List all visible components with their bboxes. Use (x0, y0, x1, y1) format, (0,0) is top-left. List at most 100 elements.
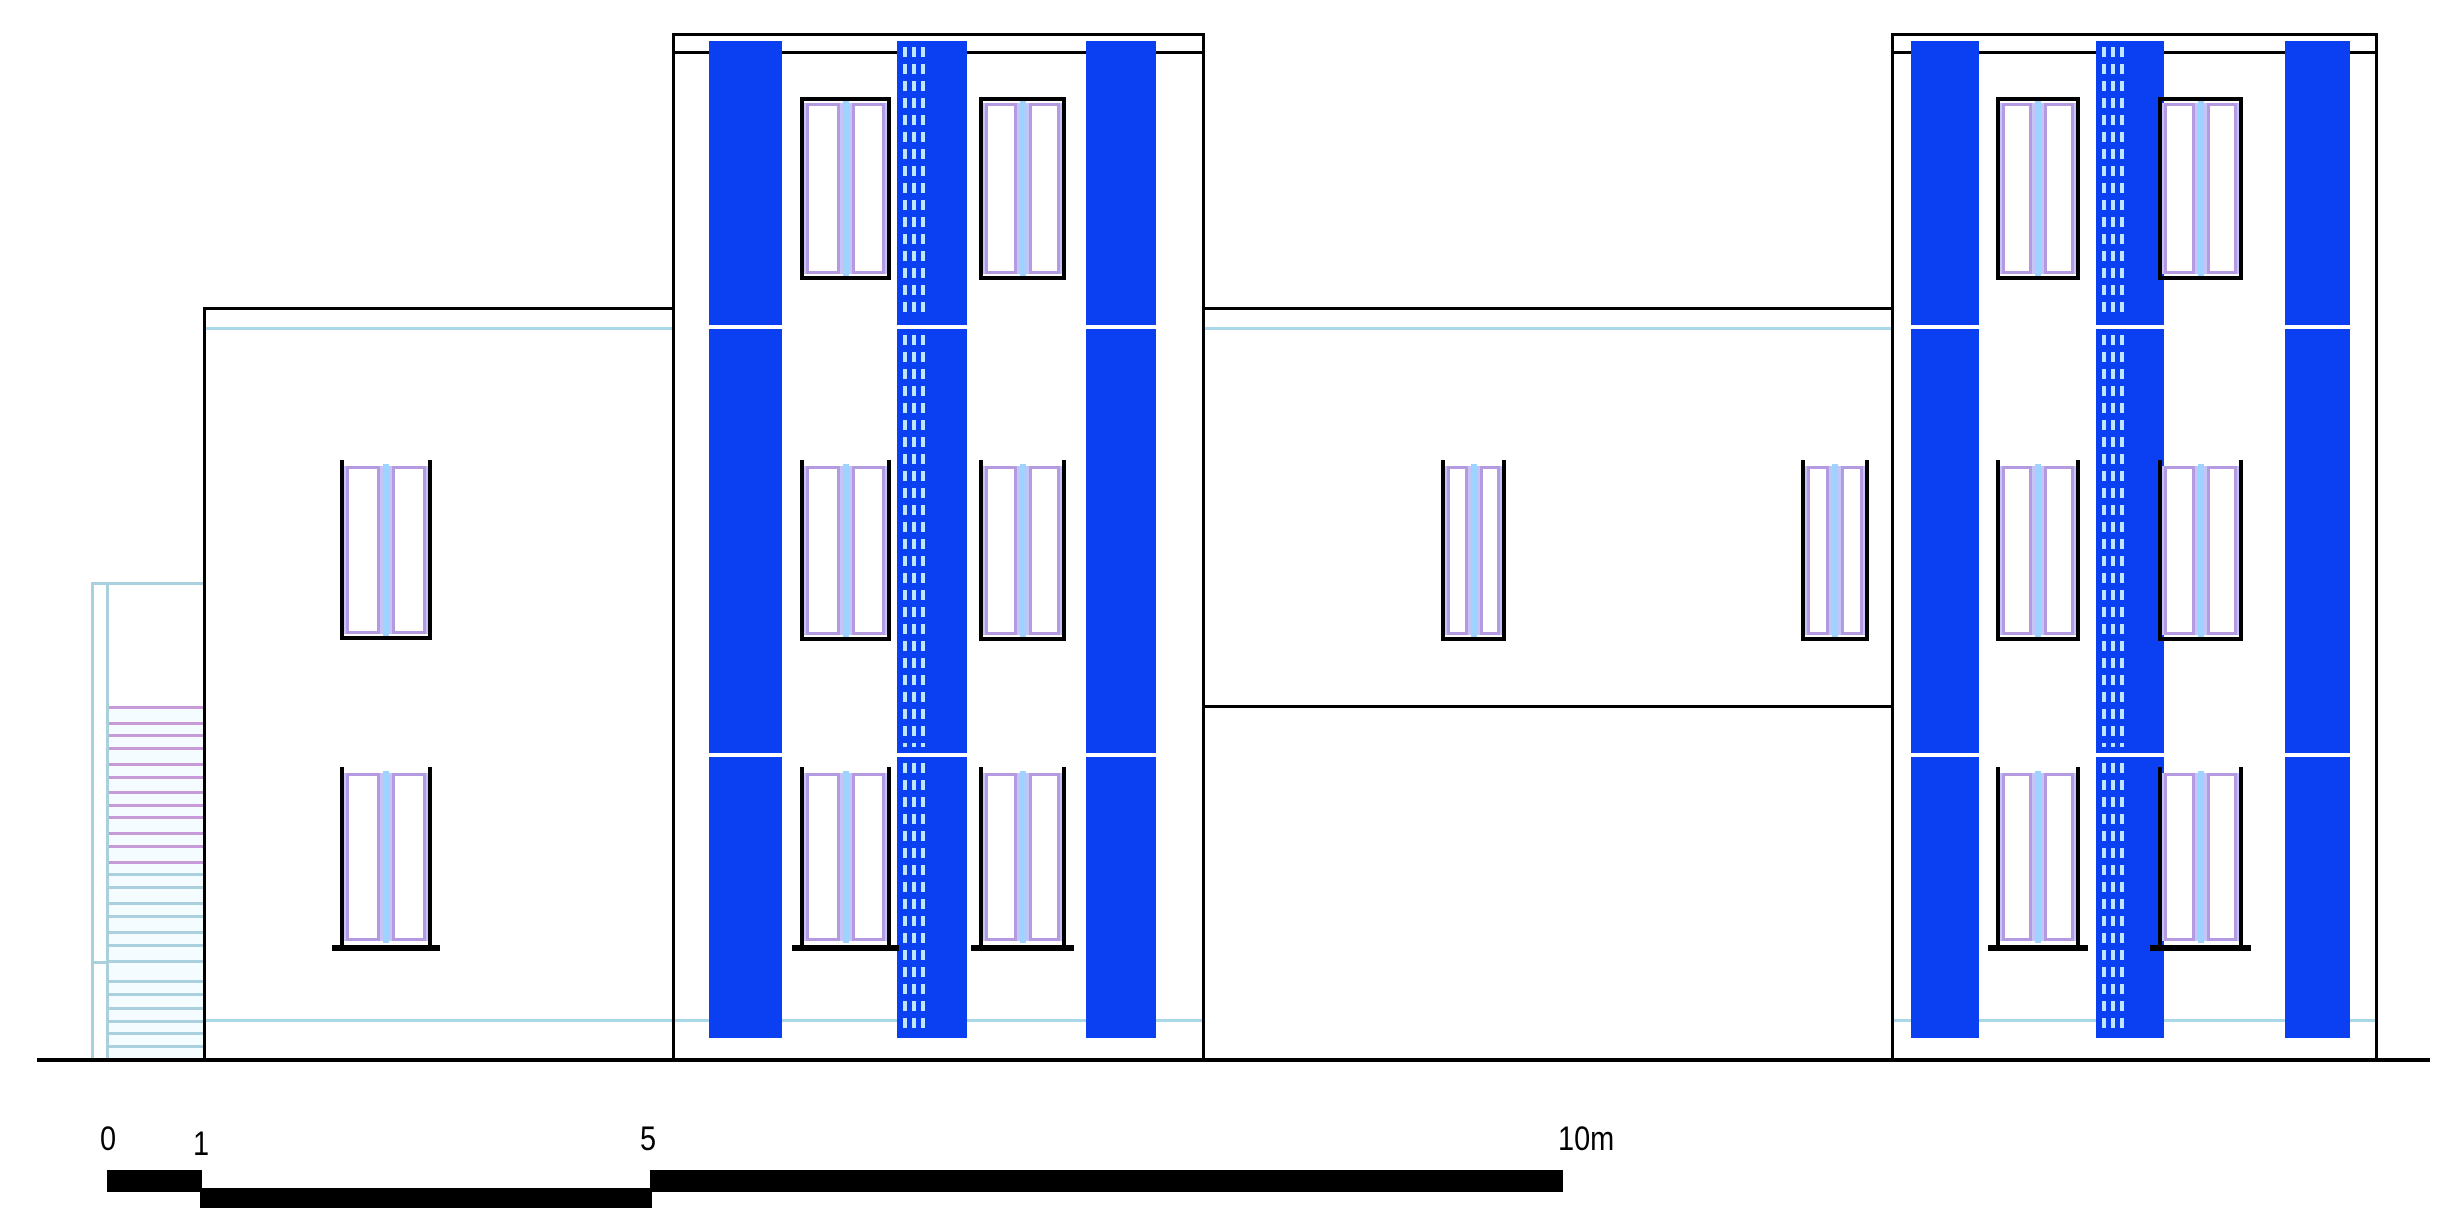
window-frame (340, 767, 432, 947)
window-frame (1441, 460, 1506, 641)
stair-tread-upper-6 (109, 776, 203, 779)
window-pane (346, 773, 380, 941)
window-frame (979, 767, 1066, 947)
window-frame (2158, 460, 2243, 641)
column-dot-pattern (2102, 47, 2106, 319)
scale-segment-2 (200, 1188, 652, 1208)
stair-tread-lower-1 (109, 873, 203, 876)
window-mullion (2197, 101, 2204, 276)
column-dot-pattern (912, 335, 916, 747)
window-5 (800, 460, 891, 641)
window-pane (985, 466, 1017, 635)
column-2-segment-1 (897, 41, 967, 325)
window-pane (851, 773, 885, 941)
window-sill-8 (971, 945, 1074, 951)
window-pane (2206, 466, 2237, 635)
column-6-segment-1 (2285, 41, 2350, 325)
window-frame (1801, 460, 1869, 641)
window-frame (800, 97, 891, 280)
window-sill-2 (332, 945, 440, 951)
window-pane (1447, 466, 1468, 635)
scale-segment-1 (107, 1170, 202, 1192)
stair-inner-rail (106, 582, 109, 1058)
stair-tread-lower-9 (109, 993, 203, 996)
window-1 (340, 460, 432, 640)
stair-tread-upper-7 (109, 791, 203, 794)
window-mullion (842, 101, 849, 276)
window-pane (1841, 466, 1863, 635)
window-pane (1807, 466, 1829, 635)
stair-tread-upper-1 (109, 706, 203, 709)
left-low-block (203, 307, 675, 1061)
middle-block-cornice-line (1205, 327, 1891, 330)
stair-tread-lower-12 (109, 1032, 203, 1035)
column-dot-pattern (903, 47, 907, 319)
window-frame (2158, 767, 2243, 947)
window-mullion (1832, 464, 1838, 637)
stair-tread-upper-10 (109, 832, 203, 835)
column-1-segment-3 (709, 757, 782, 1038)
window-2 (340, 767, 432, 947)
stair-tread-lower-5 (109, 931, 203, 934)
window-pane (806, 466, 840, 635)
window-pane (2002, 103, 2032, 274)
window-mullion (842, 464, 849, 637)
window-3 (800, 97, 891, 280)
window-pane (806, 103, 840, 274)
window-pane (392, 773, 426, 941)
window-16 (2158, 767, 2243, 947)
window-mullion (1019, 101, 1026, 276)
window-pane (2164, 103, 2195, 274)
window-13 (1996, 460, 2080, 641)
column-dot-pattern (921, 335, 925, 747)
stair-tread-upper-8 (109, 804, 203, 807)
window-pane (392, 466, 426, 634)
window-mullion (2197, 464, 2204, 637)
stair-top-rail (91, 582, 203, 585)
stair-tread-upper-12 (109, 861, 203, 864)
column-dot-pattern (921, 47, 925, 319)
stair-tread-lower-6 (109, 944, 203, 947)
column-3-segment-2 (1086, 329, 1156, 753)
window-pane (2206, 103, 2237, 274)
column-dot-pattern (2111, 47, 2115, 319)
scale-label-0: 0 (100, 1120, 117, 1158)
stair-tread-upper-2 (109, 722, 203, 725)
window-frame (800, 460, 891, 641)
window-frame (979, 460, 1066, 641)
stair-tread-lower-3 (109, 902, 203, 905)
window-9 (1441, 460, 1506, 641)
stair-tread-upper-5 (109, 763, 203, 766)
window-8 (979, 767, 1066, 947)
window-pane (806, 773, 840, 941)
middle-block-inner-line (1202, 705, 1894, 708)
column-6-segment-2 (2285, 329, 2350, 753)
window-4 (979, 97, 1066, 280)
column-dot-pattern (912, 47, 916, 319)
stair-tread-lower-2 (109, 886, 203, 889)
scale-segment-3 (650, 1170, 1563, 1192)
left-low-block-cornice-line (206, 327, 672, 330)
column-1-segment-2 (709, 329, 782, 753)
window-pane (985, 773, 1017, 941)
column-2-segment-2 (897, 329, 967, 753)
window-mullion (383, 464, 389, 636)
window-sill-15 (1988, 945, 2088, 951)
column-dot-pattern (2120, 335, 2124, 747)
column-4-segment-1 (1911, 41, 1979, 325)
column-5-segment-2 (2096, 329, 2164, 753)
window-pane (2044, 773, 2074, 941)
window-pane (1028, 773, 1060, 941)
window-sill-16 (2150, 945, 2251, 951)
column-dot-pattern (2111, 335, 2115, 747)
window-pane (2002, 466, 2032, 635)
window-7 (800, 767, 891, 947)
window-pane (2164, 773, 2195, 941)
window-mullion (383, 771, 389, 943)
window-6 (979, 460, 1066, 641)
column-5-segment-1 (2096, 41, 2164, 325)
stair-tread-lower-4 (109, 915, 203, 918)
column-2-segment-3 (897, 757, 967, 1038)
window-pane (851, 103, 885, 274)
